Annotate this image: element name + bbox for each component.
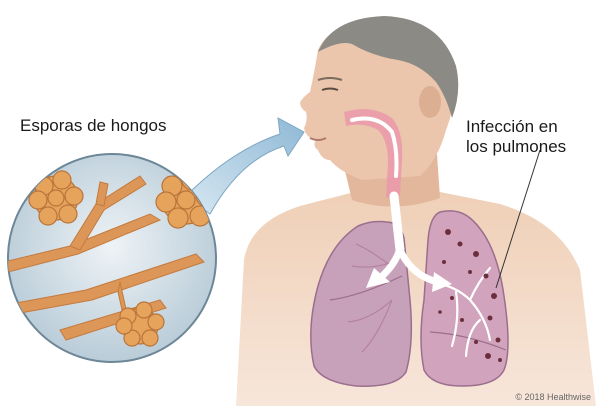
callout-arrow [186, 118, 304, 214]
spores-label: Esporas de hongos [20, 116, 167, 136]
lung-infection-label-line1: Infección en [466, 117, 596, 137]
ear [419, 86, 441, 118]
torso [236, 188, 596, 406]
lung-infection-label-line2: los pulmones [466, 137, 596, 157]
lung-infection-label: Infección en los pulmones [466, 117, 596, 157]
trachea [394, 196, 400, 250]
magnifier [0, 154, 216, 362]
copyright-credit: © 2018 Healthwise [515, 392, 591, 402]
